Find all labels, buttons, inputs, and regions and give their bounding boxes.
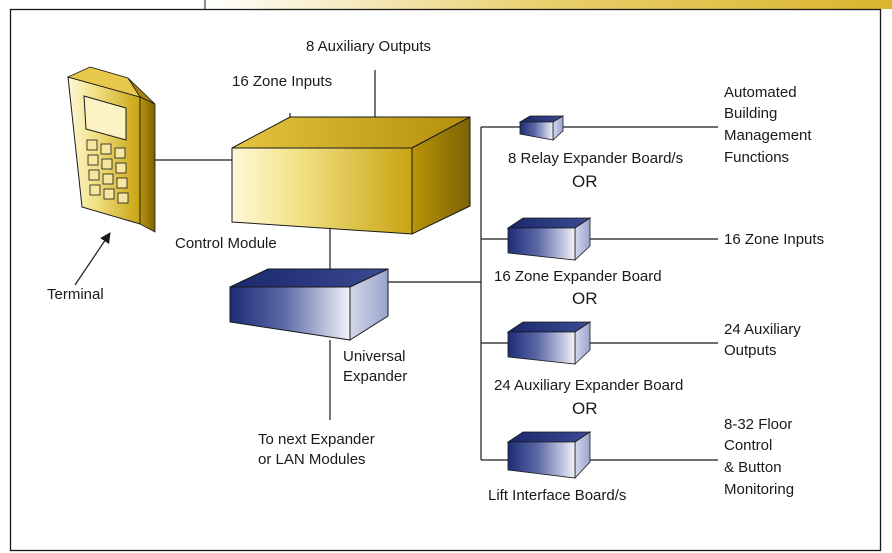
label-floor-3: & Button bbox=[724, 459, 782, 476]
label-to-next-expander: To next Expander bbox=[258, 431, 375, 448]
label-out-zone-inputs: 16 Zone Inputs bbox=[724, 231, 824, 248]
label-floor-1: 8-32 Floor bbox=[724, 416, 792, 433]
label-out-aux-1: 24 Auxiliary bbox=[724, 321, 801, 338]
label-terminal: Terminal bbox=[47, 286, 104, 303]
label-abm-2: Building bbox=[724, 105, 777, 122]
label-aux-expander: 24 Auxiliary Expander Board bbox=[494, 377, 683, 394]
label-lift-interface: Lift Interface Board/s bbox=[488, 487, 626, 504]
relay-expander-box bbox=[520, 116, 563, 140]
label-floor-4: Monitoring bbox=[724, 481, 794, 498]
label-out-aux-2: Outputs bbox=[724, 342, 777, 359]
label-abm-1: Automated bbox=[724, 84, 797, 101]
header-band bbox=[205, 0, 892, 9]
labels: 8 Auxiliary Outputs 16 Zone Inputs Contr… bbox=[47, 38, 824, 504]
control-module-box bbox=[232, 117, 470, 234]
label-abm-4: Functions bbox=[724, 149, 789, 166]
label-zone-expander: 16 Zone Expander Board bbox=[494, 268, 662, 285]
label-8-auxiliary-outputs: 8 Auxiliary Outputs bbox=[306, 38, 431, 55]
label-relay-expander: 8 Relay Expander Board/s bbox=[508, 150, 683, 167]
label-16-zone-inputs: 16 Zone Inputs bbox=[232, 73, 332, 90]
zone-expander-box bbox=[508, 218, 590, 260]
universal-expander-box bbox=[230, 269, 388, 340]
lift-interface-box bbox=[508, 432, 590, 478]
label-or-3: OR bbox=[572, 399, 598, 418]
label-floor-2: Control bbox=[724, 437, 772, 454]
label-or-lan-modules: or LAN Modules bbox=[258, 451, 366, 468]
label-universal: Universal bbox=[343, 348, 406, 365]
label-abm-3: Management bbox=[724, 127, 812, 144]
keypad-terminal-icon bbox=[68, 67, 155, 232]
label-or-2: OR bbox=[572, 289, 598, 308]
label-control-module: Control Module bbox=[175, 235, 277, 252]
label-expander: Expander bbox=[343, 368, 407, 385]
aux-expander-box bbox=[508, 322, 590, 364]
label-or-1: OR bbox=[572, 172, 598, 191]
